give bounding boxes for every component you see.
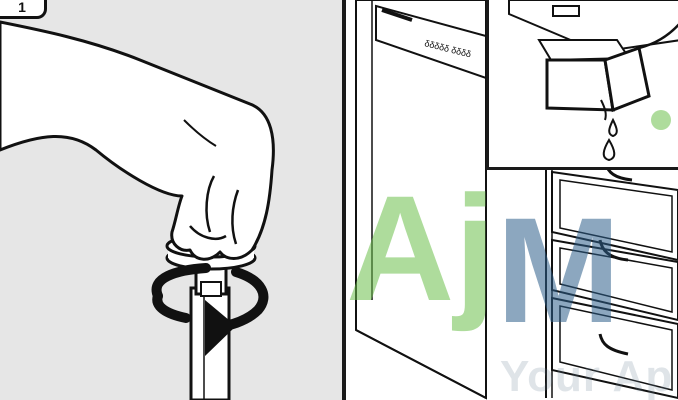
watermark-text: Your Ap	[500, 352, 678, 400]
svg-text:M: M	[496, 186, 621, 354]
leaking-fitting-drawing	[489, 0, 678, 170]
step-number-badge: 1	[0, 0, 47, 19]
hand-turning-fitting-drawing	[0, 0, 346, 400]
leak-closeup-inset	[486, 0, 678, 170]
watermark-logo: Aj	[346, 164, 496, 332]
water-drop	[609, 120, 617, 136]
left-panel: 1	[0, 0, 346, 400]
water-drop	[604, 140, 615, 160]
